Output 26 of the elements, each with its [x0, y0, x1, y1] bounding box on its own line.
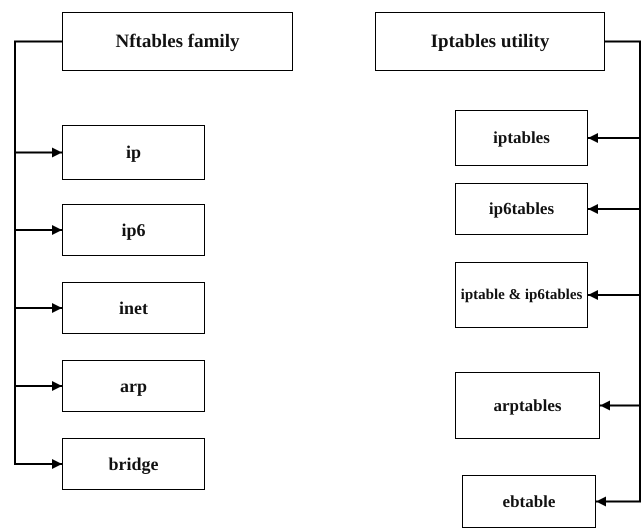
- box-label: ip6: [121, 220, 146, 240]
- box-label: inet: [119, 298, 148, 318]
- process-box: [62, 360, 205, 412]
- box-label: iptables: [493, 128, 550, 148]
- box-label: arptables: [494, 396, 562, 416]
- arrow: [14, 40, 62, 469]
- box-label: Iptables utility: [430, 30, 550, 52]
- process-box: [62, 204, 205, 256]
- box-label: arp: [120, 376, 147, 396]
- box-label: ip6tables: [488, 199, 554, 219]
- process-box: [455, 183, 588, 235]
- process-box: [455, 110, 588, 166]
- process-box: [62, 282, 205, 334]
- process-box: [462, 475, 596, 528]
- box-label: ebtable: [502, 492, 556, 512]
- arrow: [596, 40, 641, 506]
- box-label: Nftables family: [115, 30, 240, 52]
- box-label: bridge: [108, 454, 158, 474]
- process-box: [62, 125, 205, 180]
- process-box: [62, 12, 293, 71]
- box-label: ip: [126, 142, 141, 163]
- box-label: iptable & ip6tables: [460, 286, 582, 304]
- process-box: [62, 438, 205, 490]
- process-box: [455, 372, 600, 439]
- process-box: [375, 12, 605, 71]
- process-box: [455, 262, 588, 328]
